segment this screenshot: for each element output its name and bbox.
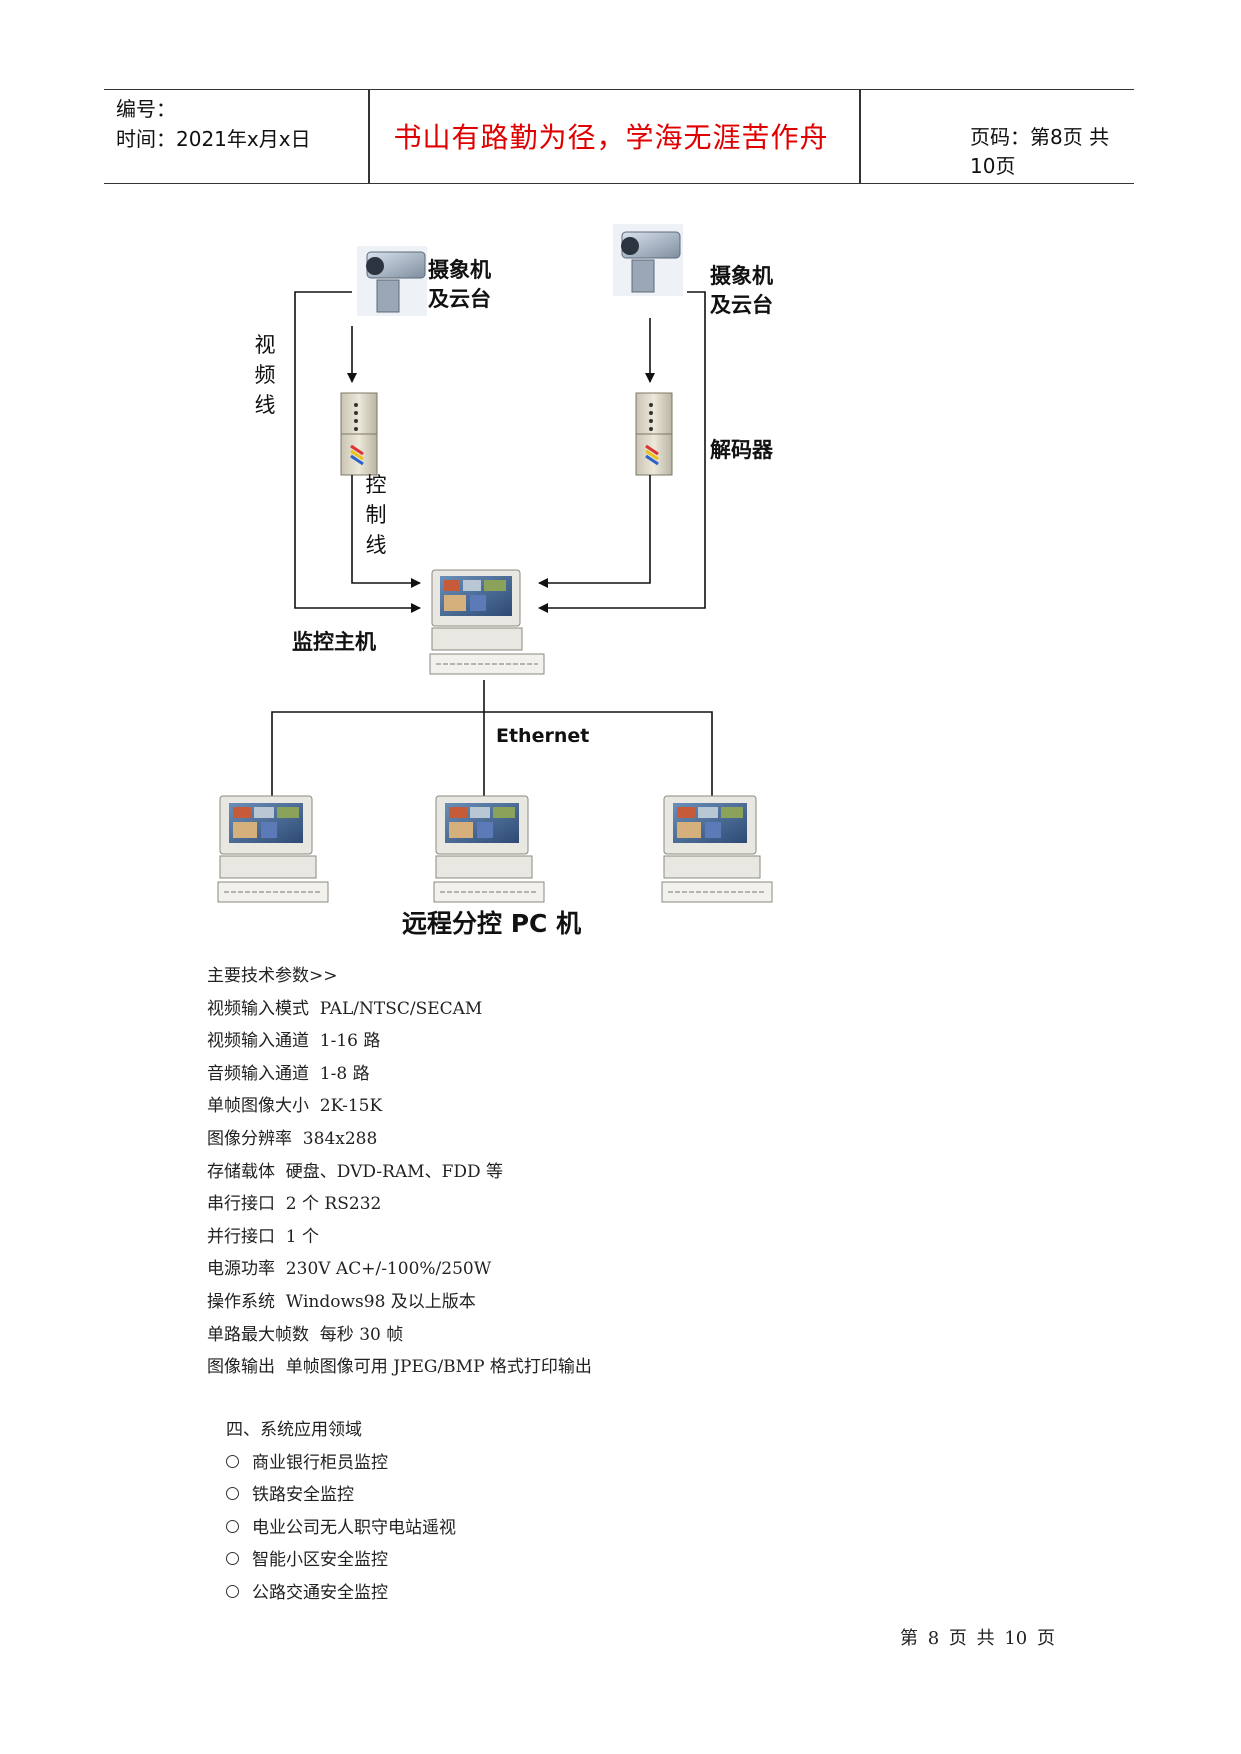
bullet-circle-icon <box>226 1454 239 1468</box>
header-page-info: 页码：第8页 共10页 <box>970 125 1110 178</box>
application-item: 商业银行柜员监控 <box>226 1447 456 1480</box>
page-header: 编号： 时间：2021年x月x日 书山有路勤为径，学海无涯苦作舟 页码：第8页 … <box>104 89 1134 184</box>
control-line-char: 线 <box>365 533 387 557</box>
bullet-circle-icon <box>226 1552 239 1566</box>
application-text: 智能小区安全监控 <box>252 1550 388 1571</box>
spec-item: 电源功率 230V AC+/-100%/250W <box>207 1259 492 1280</box>
control-line-label: 控 制 线 <box>364 470 388 560</box>
remote-pc-icon <box>217 795 329 903</box>
page-footer: 第 8 页 共 10 页 <box>900 1628 1055 1649</box>
diagram-svg <box>217 224 773 903</box>
video-line-label: 视 频 线 <box>253 330 277 420</box>
control-line-char: 控 <box>365 473 387 497</box>
spec-item: 视频输入模式 PAL/NTSC/SECAM <box>207 998 483 1019</box>
decoder-label: 解码器 <box>710 438 773 462</box>
camera-label-line: 摄象机 <box>428 258 491 282</box>
bullet-circle-icon <box>226 1487 239 1501</box>
camera-label-right: 摄象机 及云台 <box>710 262 773 320</box>
spec-item: 并行接口 1 个 <box>207 1226 320 1247</box>
bullet-circle-icon <box>226 1584 239 1598</box>
header-divider <box>859 90 861 183</box>
spec-item: 图像分辨率 384x288 <box>207 1128 378 1149</box>
host-label: 监控主机 <box>292 630 376 654</box>
number-label: 编号： <box>116 97 176 121</box>
spec-item: 音频输入通道 1-8 路 <box>207 1063 370 1084</box>
applications-section: 四、系统应用领域 商业银行柜员监控 铁路安全监控 电业公司无人职守电站遥视 智能… <box>226 1414 456 1610</box>
application-text: 铁路安全监控 <box>252 1485 354 1506</box>
specs-heading: 主要技术参数>> <box>207 966 338 986</box>
application-text: 公路交通安全监控 <box>252 1582 388 1603</box>
spec-item: 视频输入通道 1-16 路 <box>207 1031 381 1052</box>
control-line-char: 制 <box>365 503 387 527</box>
decoder-icon <box>635 392 673 476</box>
applications-heading: 四、系统应用领域 <box>226 1420 362 1440</box>
header-divider <box>368 90 370 183</box>
specs-section: 主要技术参数>> 视频输入模式 PAL/NTSC/SECAM 视频输入通道 1-… <box>207 960 592 1384</box>
monitoring-host-icon <box>429 569 545 675</box>
monitoring-system-diagram: 摄象机 及云台 摄象机 及云台 视 频 线 控 制 线 解码器 监控主机 Eth… <box>217 224 773 938</box>
video-line-char: 视 <box>254 333 276 357</box>
camera-label-left: 摄象机 及云台 <box>428 256 491 314</box>
spec-item: 串行接口 2 个 RS232 <box>207 1194 382 1215</box>
application-item: 公路交通安全监控 <box>226 1577 456 1610</box>
spec-item: 图像输出 单帧图像可用 JPEG/BMP 格式打印输出 <box>207 1357 592 1378</box>
spec-item: 单帧图像大小 2K-15K <box>207 1096 383 1117</box>
video-line-char: 频 <box>254 363 276 387</box>
camera-label-line: 及云台 <box>710 293 773 317</box>
connection-lines <box>271 291 713 796</box>
spec-item: 单路最大帧数 每秒 30 帧 <box>207 1324 404 1345</box>
remote-pc-label: 远程分控 PC 机 <box>402 909 582 938</box>
header-meta: 编号： 时间：2021年x月x日 <box>116 94 311 154</box>
camera-icon <box>613 224 683 296</box>
camera-icon <box>357 246 427 316</box>
application-item: 电业公司无人职守电站遥视 <box>226 1512 456 1545</box>
spec-item: 存储载体 硬盘、DVD-RAM、FDD 等 <box>207 1161 504 1182</box>
bullet-circle-icon <box>226 1519 239 1533</box>
application-text: 商业银行柜员监控 <box>252 1452 388 1473</box>
ethernet-label: Ethernet <box>496 725 590 747</box>
video-line-char: 线 <box>254 393 276 417</box>
application-item: 智能小区安全监控 <box>226 1544 456 1577</box>
remote-pc-icon <box>661 795 773 903</box>
time-label: 时间：2021年x月x日 <box>116 127 311 151</box>
decoder-icon <box>340 392 378 476</box>
remote-pc-icon <box>433 795 545 903</box>
application-item: 铁路安全监控 <box>226 1479 456 1512</box>
application-text: 电业公司无人职守电站遥视 <box>252 1517 456 1538</box>
header-motto: 书山有路勤为径，学海无涯苦作舟 <box>393 121 829 154</box>
camera-label-line: 及云台 <box>428 287 491 311</box>
spec-item: 操作系统 Windows98 及以上版本 <box>207 1291 476 1312</box>
camera-label-line: 摄象机 <box>710 264 773 288</box>
